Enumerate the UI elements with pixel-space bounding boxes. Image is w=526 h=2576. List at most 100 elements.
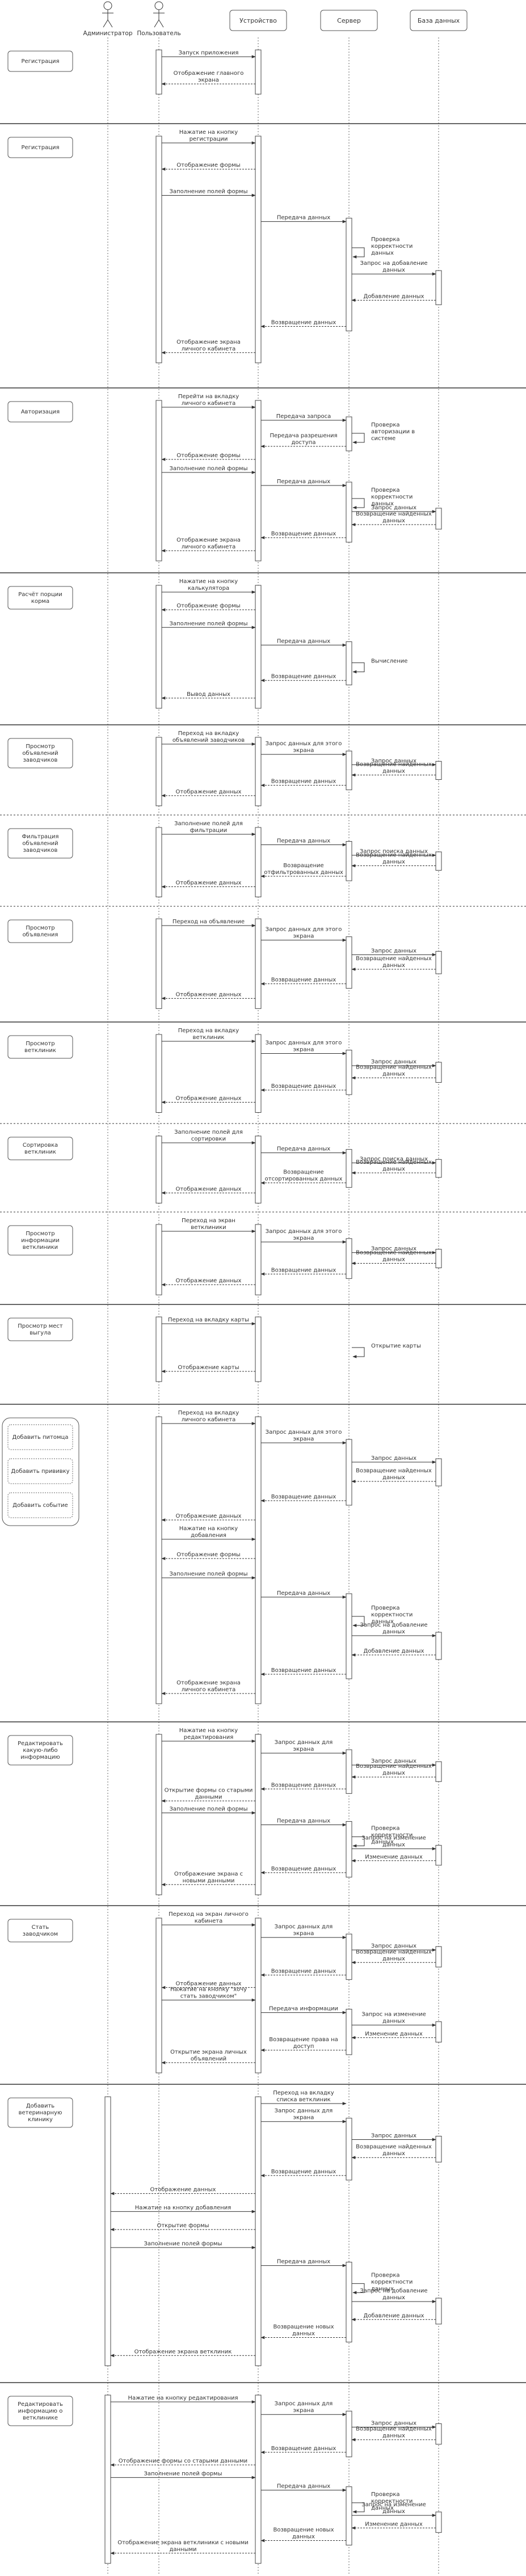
message-label: Передача данных (277, 215, 330, 221)
message-label: Открытие формы (157, 2223, 209, 2229)
message-arrow (352, 2283, 365, 2295)
message-label: Заполнение полей формы (170, 620, 248, 627)
use-case-label: Регистрация (21, 58, 59, 65)
message-label: Отображение формы (176, 453, 240, 459)
message-label: Отображение экрана ветклиник (134, 2349, 232, 2355)
message-label: Отображение данных (176, 789, 242, 795)
use-case-box (7, 1035, 73, 1059)
message-label: Возвращение данных (271, 2446, 336, 2452)
activation-bar (155, 136, 162, 364)
message-label: Заполнение полей формы (170, 466, 248, 472)
message-label: Запуск приложения (179, 50, 239, 56)
message-label: Передача данных (277, 2259, 330, 2265)
stick-figure-icon (102, 1, 113, 28)
message-label: Возвращение данных (271, 1083, 336, 1089)
activation-bar (346, 2009, 352, 2055)
activation-bar (155, 737, 162, 806)
message-label: Отображение данных (176, 1278, 242, 1284)
message-arrow (352, 498, 365, 509)
message-label: Запрос данных (371, 505, 416, 511)
message-arrow (352, 662, 365, 674)
message-arrow (352, 1836, 365, 1848)
activation-bar (255, 2395, 262, 2564)
activation-bar (255, 2096, 262, 2366)
activation-bar (435, 1159, 442, 1178)
activation-bar (435, 851, 442, 871)
activation-bar (155, 49, 162, 95)
message-label: Возвращение данных (271, 779, 336, 785)
activation-bar (435, 270, 442, 305)
activation-bar (346, 750, 352, 791)
use-case-box (7, 1225, 73, 1256)
activation-bar (346, 1050, 352, 1095)
activation-bar (435, 2021, 442, 2043)
activation-bar (346, 2118, 352, 2181)
message-label: Нажатие на кнопку добавления (135, 2205, 231, 2211)
participant-box (229, 10, 287, 31)
message-label: Возвращение данных (271, 977, 336, 983)
message-label: Добавление данных (364, 2313, 424, 2319)
message-label: Запрос данных (371, 1943, 416, 1949)
use-case-box (7, 401, 73, 423)
activation-bar (435, 2511, 442, 2533)
message-label: Возвращение данных (271, 531, 336, 537)
activation-bar (346, 218, 352, 332)
message-arrow (352, 433, 365, 444)
use-case-box (7, 50, 73, 72)
activation-bar (435, 2298, 442, 2325)
activation-bar (104, 2395, 111, 2564)
message-label: Запрос данных (371, 948, 416, 954)
message-label: Заполнение полей формы (144, 2471, 222, 2477)
use-case-box (7, 586, 73, 610)
activation-bar (346, 1593, 352, 1679)
activation-bar (255, 918, 262, 1009)
activation-bar (155, 1416, 162, 1704)
activation-bar (346, 936, 352, 989)
activation-bar (346, 2410, 352, 2457)
activation-bar (255, 1416, 262, 1704)
activation-bar (255, 1316, 262, 1382)
message-label: Запрос данных (371, 758, 416, 764)
activation-bar (346, 1933, 352, 1980)
activation-bar (155, 400, 162, 561)
message-label: Передача данных (277, 479, 330, 485)
message-label: Передача данных (277, 1146, 330, 1152)
message-label: Нажатие на кнопку редактирования (128, 2395, 238, 2401)
activation-bar (255, 1734, 262, 1895)
use-case-box (7, 1317, 73, 1341)
message-label: Открытие карты (371, 1343, 421, 1349)
